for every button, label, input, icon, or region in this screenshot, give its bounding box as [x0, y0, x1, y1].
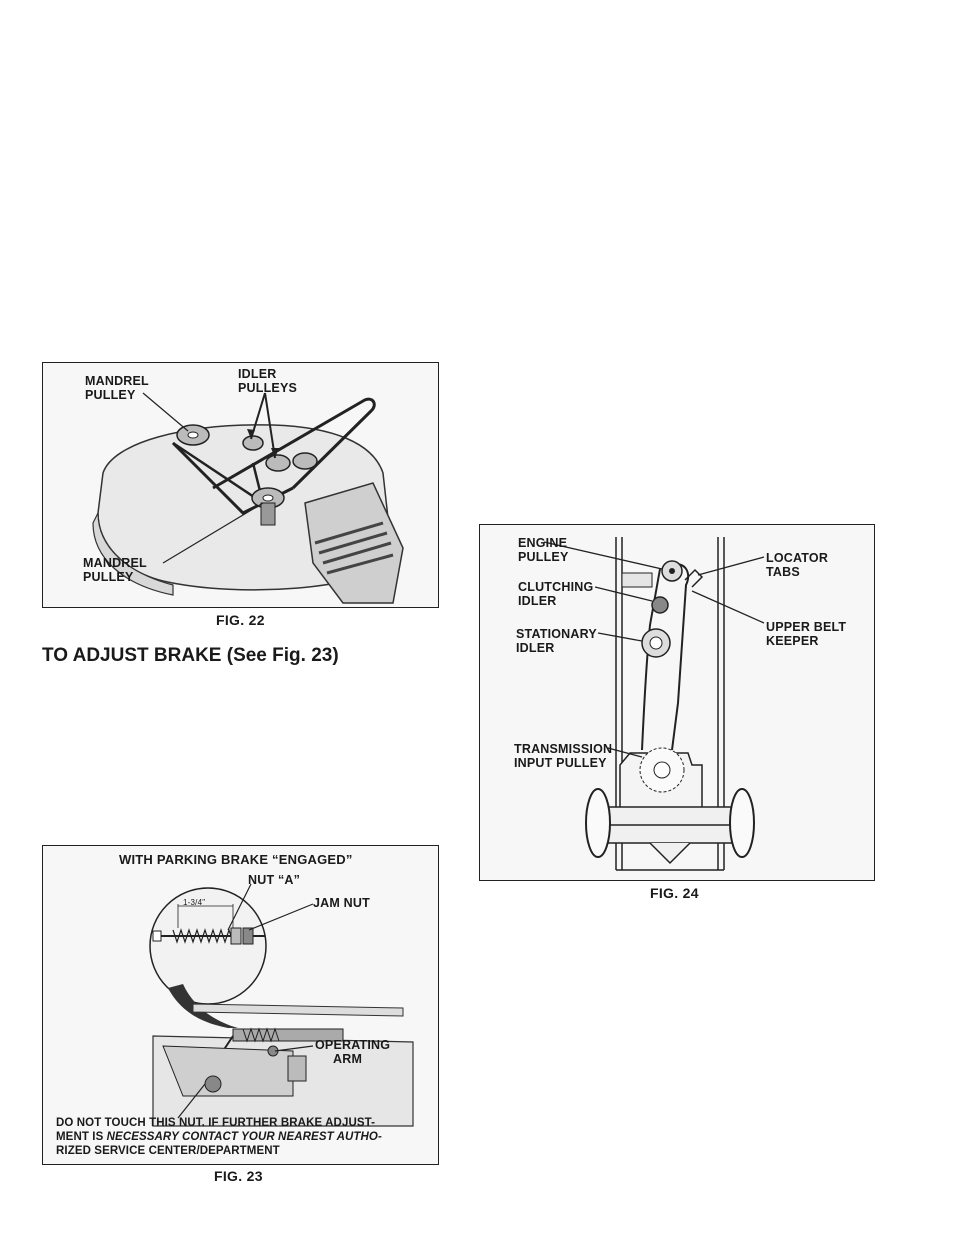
- fig22-label-mandrel-top-1: MANDREL: [85, 374, 149, 388]
- fig23-note-line3: RIZED SERVICE CENTER/DEPARTMENT: [56, 1145, 280, 1157]
- fig24-frame: ENGINE PULLEY CLUTCHING IDLER STATIONARY…: [479, 524, 875, 881]
- fig23-label-operating-1: OPERATING: [315, 1038, 391, 1052]
- fig22-frame: MANDREL PULLEY IDLER PULLEYS MANDREL PUL…: [42, 362, 439, 608]
- fig23-note-line1: DO NOT TOUCH THIS NUT. IF FURTHER BRAKE …: [56, 1117, 376, 1129]
- fig22-label-idler-1: IDLER: [238, 367, 277, 381]
- fig24-caption: FIG. 24: [650, 885, 699, 901]
- fig24-label-clutching-1: CLUTCHING: [518, 580, 594, 594]
- fig22-caption: FIG. 22: [216, 612, 265, 628]
- fig24-label-clutching-2: IDLER: [518, 594, 557, 608]
- fig23-label-dimension: 1-3/4": [183, 898, 206, 907]
- fig23-label-jam-nut: JAM NUT: [313, 896, 370, 910]
- fig23-frame: WITH PARKING BRAKE “ENGAGED” NUT “A” JAM…: [42, 845, 439, 1165]
- fig24-label-locator-2: TABS: [766, 565, 800, 579]
- fig23-title: WITH PARKING BRAKE “ENGAGED”: [119, 852, 353, 867]
- fig22-label-mandrel-top-2: PULLEY: [85, 388, 136, 402]
- fig24-label-engine-1: ENGINE: [518, 536, 568, 550]
- fig22-label-mandrel-bottom-2: PULLEY: [83, 570, 134, 584]
- fig23-brake-illustration: [149, 883, 414, 1127]
- fig24-label-stationary-1: STATIONARY: [516, 627, 597, 641]
- fig22-label-idler-2: PULLEYS: [238, 381, 298, 395]
- fig23-note-line2-b: NECESSARY CONTACT YOUR NEAREST AUTHO-: [106, 1131, 382, 1143]
- fig23-label-nut-a: NUT “A”: [248, 873, 301, 887]
- fig24-label-keeper-1: UPPER BELT: [766, 620, 847, 634]
- fig23-label-operating-2: ARM: [333, 1052, 363, 1066]
- fig24-label-engine-2: PULLEY: [518, 550, 569, 564]
- fig24-label-transmission-2: INPUT PULLEY: [514, 756, 607, 770]
- fig23-caption: FIG. 23: [214, 1168, 263, 1184]
- fig24-label-keeper-2: KEEPER: [766, 634, 819, 648]
- fig24-label-stationary-2: IDLER: [516, 641, 555, 655]
- fig24-label-transmission-1: TRANSMISSION: [514, 742, 613, 756]
- fig24-belt-illustration: [543, 537, 765, 871]
- fig22-label-mandrel-bottom-1: MANDREL: [83, 556, 147, 570]
- section-heading: TO ADJUST BRAKE (See Fig. 23): [42, 645, 339, 666]
- fig22-deck-illustration: [92, 392, 404, 604]
- fig23-note-line2-a: MENT IS: [56, 1131, 107, 1143]
- fig24-label-locator-1: LOCATOR: [766, 551, 829, 565]
- fig23-note-line2: MENT IS NECESSARY CONTACT YOUR NEAREST A…: [56, 1130, 382, 1144]
